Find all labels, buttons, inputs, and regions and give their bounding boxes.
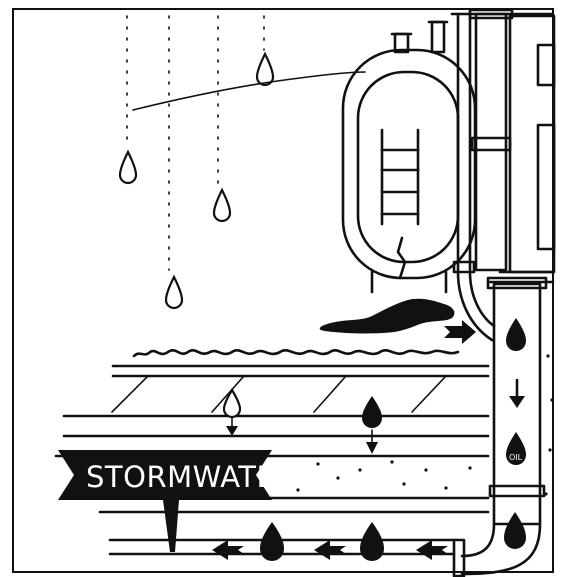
sign-label: STORMWATER	[86, 460, 296, 494]
oil-drop-label: OIL	[509, 453, 523, 462]
